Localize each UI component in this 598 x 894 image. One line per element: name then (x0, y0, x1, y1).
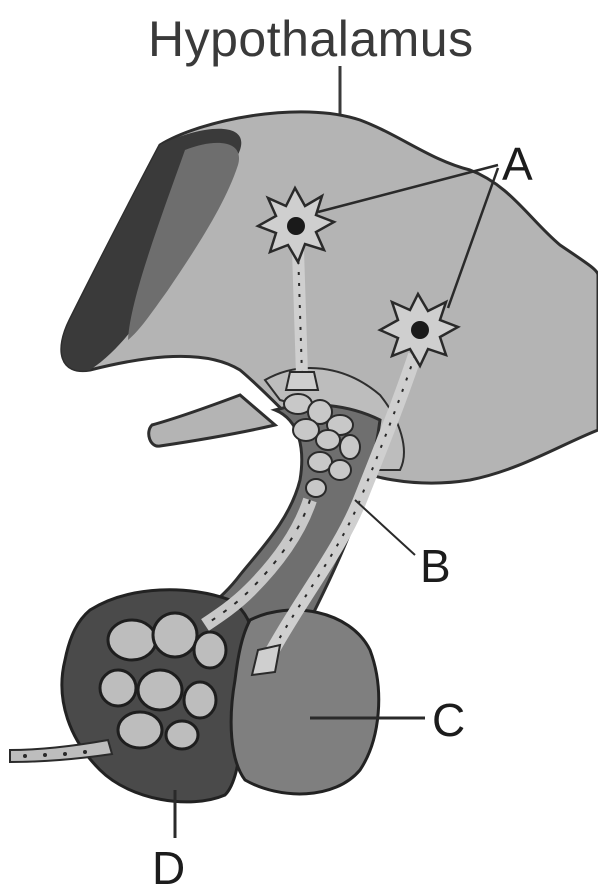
leader-line-b (355, 500, 415, 555)
neurosecretory-cell-2 (380, 294, 458, 366)
neuron-1-axon (298, 250, 302, 375)
label-a: A (502, 138, 533, 190)
nucleus-1 (287, 217, 305, 235)
nucleus-2 (411, 321, 429, 339)
label-b: B (420, 540, 451, 592)
title-hypothalamus: Hypothalamus (148, 11, 474, 67)
optic-chiasm-projection (149, 395, 275, 446)
neuron-1-terminal (286, 372, 318, 390)
posterior-pituitary-lobe (231, 610, 379, 794)
label-d: D (152, 842, 185, 894)
label-c: C (432, 694, 465, 746)
